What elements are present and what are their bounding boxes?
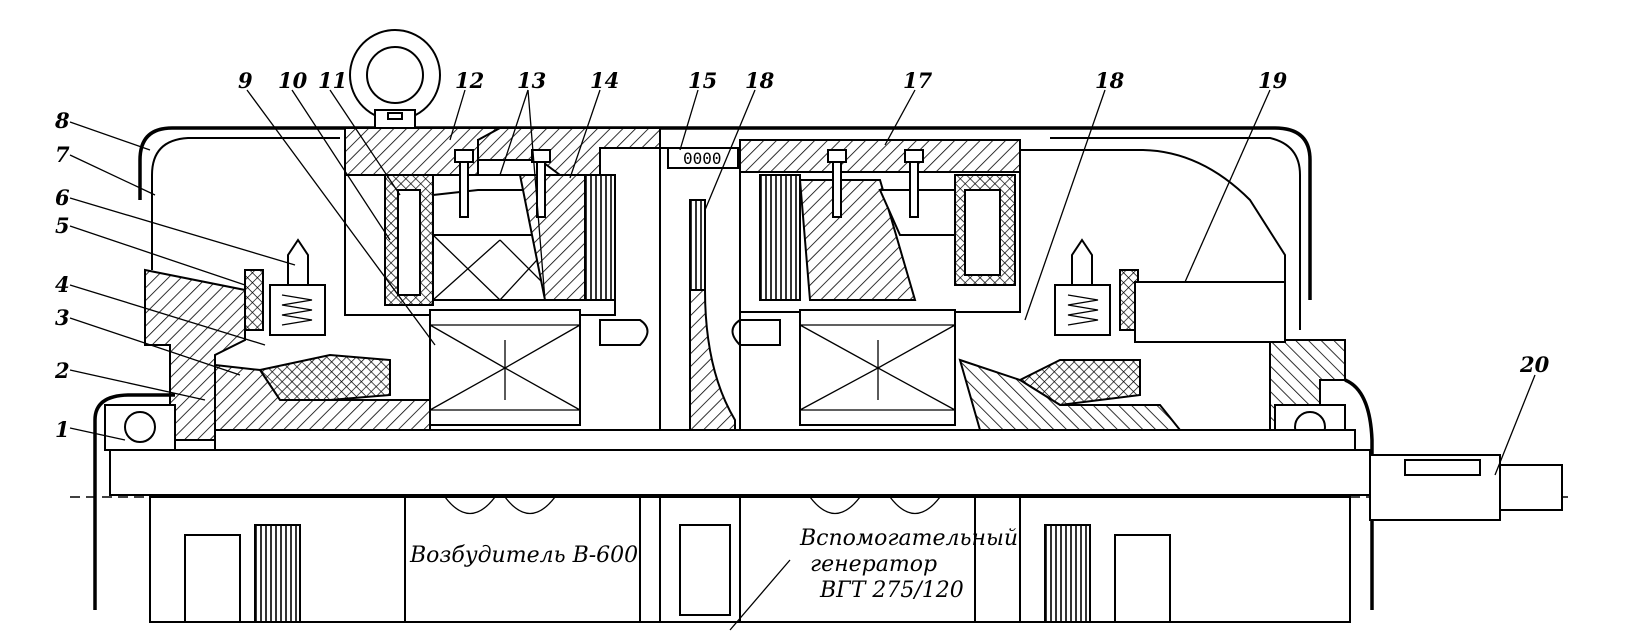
callout-18-right: 18	[1095, 68, 1125, 93]
callouts: 1 2 3 4 5 6 7 8 9 10 11 12 13 14 15 18 1…	[54, 68, 1550, 442]
brush-holder-right	[1054, 238, 1139, 336]
bolts	[454, 149, 924, 218]
commutator-right	[759, 174, 801, 301]
callout-7: 7	[55, 142, 70, 167]
housing-right-outline	[1344, 378, 1374, 610]
brush-holder-left	[244, 238, 326, 336]
caption-leader	[729, 559, 791, 631]
caption-aux-line2: генератор	[810, 552, 937, 577]
pole-left-x	[432, 234, 561, 301]
coil-inner-right	[964, 189, 1001, 276]
callout-18-left: 18	[745, 68, 775, 93]
callout-1: 1	[55, 417, 70, 442]
callout-8: 8	[54, 108, 70, 133]
callout-20: 20	[1519, 352, 1550, 377]
air-duct-right-outer	[1050, 137, 1301, 330]
shaft-nose	[1499, 464, 1563, 511]
callout-4: 4	[55, 272, 70, 297]
yoke-left-b	[477, 127, 661, 176]
armature-left	[429, 309, 581, 426]
commutator-14	[584, 174, 616, 301]
fan-ring-text: 0000	[683, 149, 722, 168]
callout-11: 11	[318, 68, 347, 93]
callout-2: 2	[54, 358, 70, 383]
fan-hub	[689, 289, 736, 436]
lifting-eye	[349, 29, 441, 131]
callout-3: 3	[55, 305, 70, 330]
callout-19: 19	[1258, 68, 1288, 93]
bearing-left	[104, 404, 176, 451]
callout-13: 13	[517, 68, 546, 93]
shaft-top-band	[214, 429, 1356, 451]
end-winding-right	[731, 319, 781, 346]
caption-aux-line1: Вспомогательный	[799, 526, 1018, 551]
bracket-left	[258, 353, 391, 401]
callout-15: 15	[688, 68, 717, 93]
end-winding-left	[599, 319, 649, 346]
callout-6: 6	[55, 185, 70, 210]
air-duct-right	[1020, 149, 1286, 300]
lower-half	[149, 496, 1351, 623]
yoke-left	[344, 127, 501, 176]
shaft	[109, 449, 1371, 496]
callout-12: 12	[455, 68, 484, 93]
leader-lines	[69, 89, 1536, 476]
callout-5: 5	[55, 213, 70, 238]
fan-ring	[667, 147, 739, 169]
caption-exciter: Возбудитель В-600	[409, 543, 638, 568]
caption-aux-line3: ВГТ 275/120	[819, 578, 964, 603]
cover-plate-right	[1134, 281, 1286, 343]
callout-9: 9	[238, 68, 253, 93]
callout-17: 17	[903, 68, 933, 93]
coil-inner-left	[397, 189, 421, 296]
pole-right	[798, 179, 917, 301]
housing-left-outline	[93, 393, 175, 610]
yoke-right	[739, 139, 1021, 173]
inner-casing	[151, 137, 340, 270]
callout-14: 14	[590, 68, 619, 93]
callout-10: 10	[278, 68, 308, 93]
keyway	[1404, 459, 1481, 476]
armature-right	[799, 309, 956, 426]
